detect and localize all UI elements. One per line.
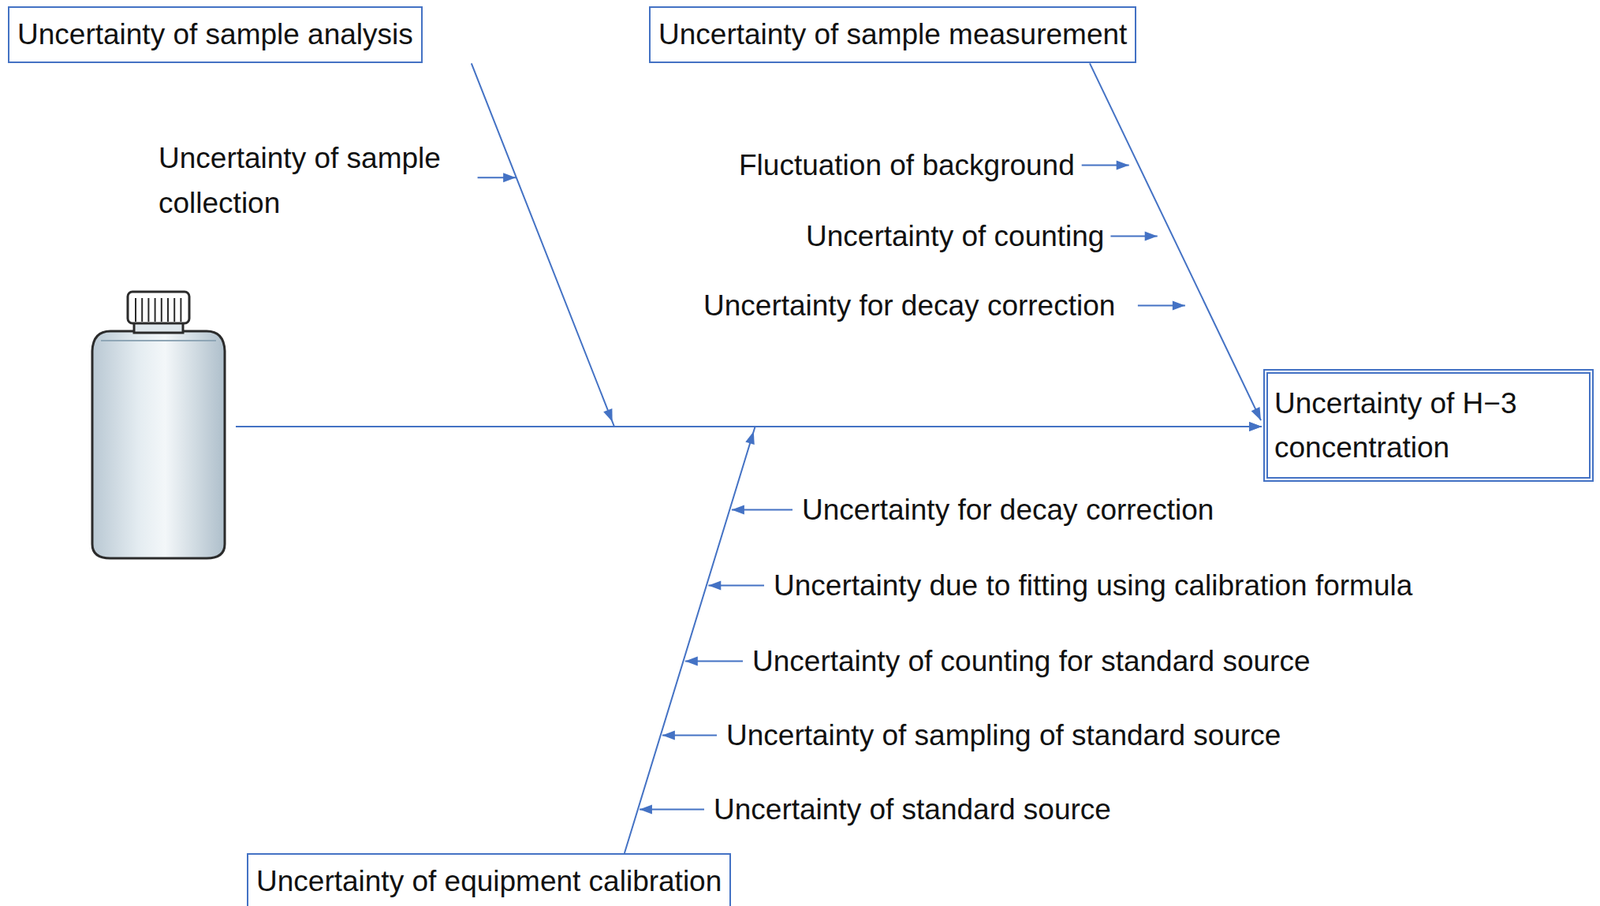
arrow-head xyxy=(1172,301,1186,311)
cap-ridges xyxy=(135,298,181,322)
cause-arrow xyxy=(639,805,705,815)
arrow-head xyxy=(662,731,676,741)
branch-line xyxy=(471,63,1262,427)
box-text: Uncertainty of equipment calibration xyxy=(256,864,722,899)
bottle-body xyxy=(92,331,225,559)
cause-arrow xyxy=(731,505,793,515)
branch-line xyxy=(1089,63,1261,421)
category-box: Uncertainty of equipment calibration xyxy=(246,853,732,906)
cap-ridge xyxy=(179,298,182,322)
effect-box: Uncertainty of H−3 concentration xyxy=(1263,369,1594,482)
arrow-head xyxy=(1116,160,1130,171)
cause-arrow xyxy=(662,731,717,741)
box-text: Uncertainty of sample measurement xyxy=(658,17,1127,53)
cap-ridge xyxy=(147,298,150,322)
box-text: Uncertainty of H−3 concentration xyxy=(1274,381,1583,470)
cause-label: Uncertainty for decay correction xyxy=(703,288,1116,324)
branch-line xyxy=(624,426,1262,854)
cause-label: Uncertainty for decay correction xyxy=(801,492,1214,528)
cause-arrow xyxy=(1137,301,1186,311)
cap-ridge xyxy=(154,298,157,322)
cause-branch xyxy=(471,63,1262,432)
cause-label: Uncertainty of sampling of standard sour… xyxy=(726,718,1281,754)
cause-label: Uncertainty due to fitting using calibra… xyxy=(773,568,1413,604)
arrow-head xyxy=(708,581,721,591)
category-box: Uncertainty of sample measurement xyxy=(648,6,1137,64)
arrow-head xyxy=(1249,421,1262,432)
cause-label: Uncertainty of standard source xyxy=(713,792,1112,828)
cause-arrow xyxy=(1081,160,1130,171)
cap-ridge xyxy=(173,298,176,322)
cause-arrow xyxy=(685,656,743,667)
cause-branch xyxy=(624,421,1262,854)
cause-label: Fluctuation of background xyxy=(738,148,1075,183)
cause-branch xyxy=(1089,63,1261,421)
cause-arrow xyxy=(1110,231,1157,242)
arrow-head xyxy=(1249,421,1262,432)
cause-label: Uncertainty of sample collection xyxy=(158,135,465,226)
cause-arrow xyxy=(477,172,517,183)
cap-ridge xyxy=(160,298,163,322)
cause-label: Uncertainty of counting for standard sou… xyxy=(752,644,1311,679)
bottle-liquid-edge xyxy=(100,339,217,342)
junction-head xyxy=(745,431,754,445)
junction-head xyxy=(603,408,612,422)
cap-ridge xyxy=(167,298,169,322)
box-text: Uncertainty of sample analysis xyxy=(17,17,414,53)
cause-arrow xyxy=(708,581,765,591)
arrow-head xyxy=(1144,231,1158,242)
arrow-head xyxy=(685,656,698,667)
cause-label: Uncertainty of counting xyxy=(805,219,1104,254)
arrow-head xyxy=(731,505,745,515)
bottle-cap xyxy=(127,291,190,324)
cap-ridge xyxy=(134,298,137,322)
arrow-head xyxy=(1251,406,1261,421)
arrow-head xyxy=(639,805,653,815)
category-box: Uncertainty of sample analysis xyxy=(7,6,423,64)
arrow-head xyxy=(503,172,516,183)
cap-ridge xyxy=(141,298,143,322)
